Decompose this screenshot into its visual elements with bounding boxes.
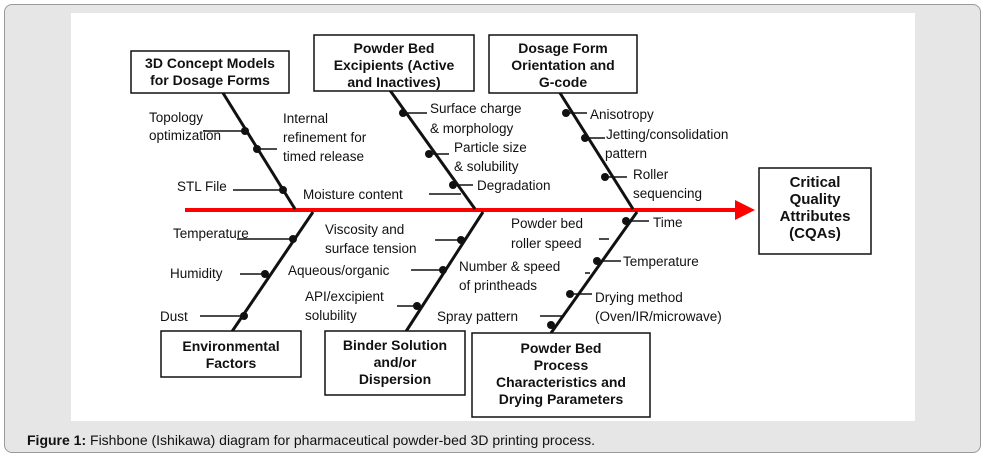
svg-text:Powder Bed: Powder Bed bbox=[521, 340, 602, 356]
cause-time: Time bbox=[653, 215, 683, 230]
svg-text:G-code: G-code bbox=[539, 74, 587, 90]
cause-temperature-env: Temperature bbox=[173, 226, 249, 241]
svg-text:Orientation and: Orientation and bbox=[511, 57, 614, 73]
svg-text:Dosage Form: Dosage Form bbox=[518, 40, 607, 56]
svg-text:Excipients (Active: Excipients (Active bbox=[334, 57, 455, 73]
diagram-panel: Critical Quality Attributes (CQAs) bbox=[71, 13, 915, 421]
cause-temperature-process: Temperature bbox=[623, 254, 699, 269]
cause-jetting-1: Jetting/consolidation bbox=[606, 127, 728, 142]
cause-aqueous-organic: Aqueous/organic bbox=[288, 263, 390, 278]
cause-humidity: Humidity bbox=[170, 266, 223, 281]
cause-api-solubility-1: API/excipient bbox=[305, 289, 384, 304]
svg-text:Powder Bed: Powder Bed bbox=[354, 40, 435, 56]
category-box-binder: Binder Solution and/or Dispersion bbox=[324, 330, 466, 396]
sub-bones bbox=[200, 112, 649, 317]
cause-spray-pattern: Spray pattern bbox=[437, 309, 518, 324]
cause-viscosity-2: surface tension bbox=[325, 241, 417, 256]
cause-dust: Dust bbox=[160, 309, 188, 324]
svg-text:and Inactives): and Inactives) bbox=[347, 74, 440, 90]
caption-text: Fishbone (Ishikawa) diagram for pharmace… bbox=[90, 432, 596, 448]
effect-line-2: Quality bbox=[790, 191, 842, 208]
svg-text:Environmental: Environmental bbox=[182, 338, 279, 354]
bone-process bbox=[549, 211, 639, 334]
cause-topology-1: Topology bbox=[149, 110, 203, 125]
cause-roller-sequencing-2: sequencing bbox=[633, 186, 702, 201]
fishbone-diagram: Critical Quality Attributes (CQAs) bbox=[130, 34, 872, 418]
figure-frame: Critical Quality Attributes (CQAs) bbox=[4, 4, 981, 453]
cause-viscosity-1: Viscosity and bbox=[325, 222, 404, 237]
svg-text:and/or: and/or bbox=[374, 354, 417, 370]
cause-surface-charge-1: Surface charge bbox=[430, 101, 522, 116]
category-box-process: Powder Bed Process Characteristics and D… bbox=[471, 332, 651, 418]
cause-api-solubility-2: solubility bbox=[305, 308, 357, 323]
svg-text:Process: Process bbox=[534, 357, 589, 373]
cause-internal-1: Internal bbox=[283, 111, 328, 126]
spine-arrowhead bbox=[735, 200, 755, 220]
cause-anisotropy: Anisotropy bbox=[590, 107, 654, 122]
cause-particle-size-1: Particle size bbox=[454, 140, 527, 155]
effect-box: Critical Quality Attributes (CQAs) bbox=[758, 167, 872, 255]
cause-moisture-content: Moisture content bbox=[303, 187, 403, 202]
svg-text:Drying Parameters: Drying Parameters bbox=[499, 391, 624, 407]
svg-text:Characteristics and: Characteristics and bbox=[496, 374, 626, 390]
category-box-concept-models: 3D Concept Models for Dosage Forms bbox=[130, 50, 290, 94]
svg-text:Factors: Factors bbox=[206, 355, 257, 371]
category-box-environmental: Environmental Factors bbox=[160, 330, 302, 378]
svg-text:3D Concept Models: 3D Concept Models bbox=[145, 55, 275, 71]
svg-text:Dispersion: Dispersion bbox=[359, 371, 431, 387]
cause-roller-speed-1: Powder bed bbox=[511, 216, 583, 231]
effect-line-1: Critical bbox=[790, 174, 841, 191]
cause-printheads-1: Number & speed bbox=[459, 259, 560, 274]
cause-surface-charge-2: & morphology bbox=[430, 121, 514, 136]
cause-printheads-2: of printheads bbox=[459, 278, 537, 293]
cause-drying-method-1: Drying method bbox=[595, 290, 683, 305]
cause-internal-3: timed release bbox=[283, 149, 364, 164]
cause-roller-sequencing-1: Roller bbox=[633, 167, 669, 182]
category-box-orientation: Dosage Form Orientation and G-code bbox=[488, 34, 638, 94]
cause-degradation: Degradation bbox=[477, 178, 551, 193]
svg-text:for Dosage Forms: for Dosage Forms bbox=[150, 72, 270, 88]
junction-dots bbox=[240, 109, 630, 329]
caption-label: Figure 1: bbox=[27, 432, 87, 448]
svg-text:Binder Solution: Binder Solution bbox=[343, 337, 447, 353]
effect-line-4: (CQAs) bbox=[789, 225, 841, 242]
cause-topology-2: optimization bbox=[149, 128, 221, 143]
cause-roller-speed-2: roller speed bbox=[511, 236, 582, 251]
cause-internal-2: refinement for bbox=[283, 130, 367, 145]
cause-particle-size-2: & solubility bbox=[454, 159, 519, 174]
cause-drying-method-2: (Oven/IR/microwave) bbox=[595, 309, 722, 324]
cause-stl-file: STL File bbox=[177, 179, 227, 194]
figure-caption: Figure 1: Fishbone (Ishikawa) diagram fo… bbox=[27, 432, 595, 448]
cause-jetting-2: pattern bbox=[605, 146, 647, 161]
effect-line-3: Attributes bbox=[780, 208, 851, 225]
cause-labels: Topology optimization Internal refinemen… bbox=[149, 101, 728, 324]
category-box-excipients: Powder Bed Excipients (Active and Inacti… bbox=[313, 34, 475, 92]
bone-excipients bbox=[387, 88, 477, 210]
